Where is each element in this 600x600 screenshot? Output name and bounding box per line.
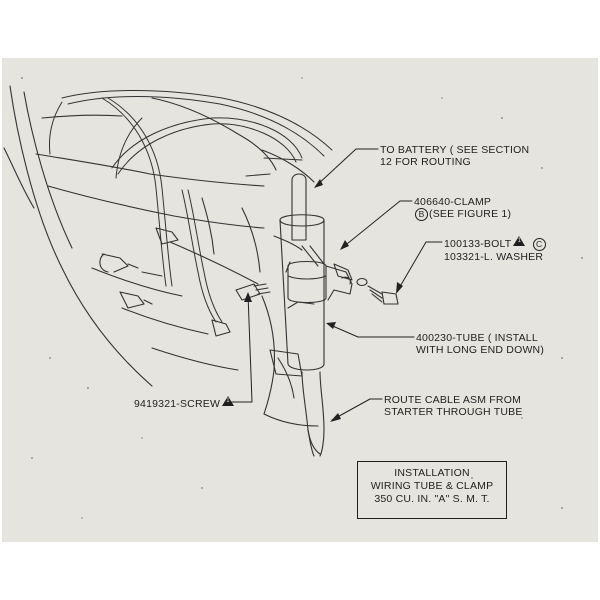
bolt-label: 100133-BOLT 1 C 103321-L. WASHER [444,236,547,263]
bolt-part [356,277,399,305]
engine-installation-drawing [3,77,583,519]
title-box-line2: WIRING TUBE & CLAMP [370,480,494,492]
warning-triangle-icon: 1 [513,236,526,246]
circle-b-symbol: B [415,208,428,221]
warning-triangle-icon: 1 [222,396,235,406]
spark-plug-boots [99,227,231,337]
clamp-label: 406640-CLAMP B(SEE FIGURE 1) [414,196,511,221]
engine-block-outline [3,85,353,427]
circle-c-symbol: C [532,238,546,251]
clamp-part [325,265,353,301]
screw-part [235,283,271,301]
paper-specks [21,77,583,519]
diagram-sheet: TO BATTERY ( SEE SECTION 12 FOR ROUTING … [2,58,598,542]
arrowheads [244,179,403,422]
screw-part-number: 9419321-SCREW [134,398,221,410]
clamp-figure-reference: (SEE FIGURE 1) [429,208,512,220]
title-box-line3: 350 CU. IN. "A" S. M. T. [374,493,490,505]
bolt-part-number: 100133-BOLT [444,238,512,250]
tube-label: 400230-TUBE ( INSTALL WITH LONG END DOWN… [416,332,544,356]
installation-title-box: INSTALLATION WIRING TUBE & CLAMP 350 CU.… [357,461,507,519]
battery-label-line2: 12 FOR ROUTING [380,156,471,168]
route-cable-label: ROUTE CABLE ASM FROM STARTER THROUGH TUB… [384,394,523,418]
spark-plug-wires [49,90,333,323]
leader-lines [231,148,443,421]
route-label-line1: ROUTE CABLE ASM FROM [384,394,522,406]
battery-label: TO BATTERY ( SEE SECTION 12 FOR ROUTING [380,144,529,168]
triangle-note-number: 1 [226,398,230,404]
title-box-line1: INSTALLATION [394,467,470,479]
clamp-part-number: 406640-CLAMP [414,196,492,208]
tube-label-line1: 400230-TUBE ( INSTALL [416,332,538,344]
triangle-note-number: 1 [517,238,522,244]
battery-label-line1: TO BATTERY ( SEE SECTION [380,144,530,156]
tube-label-line2: WITH LONG END DOWN) [416,344,545,356]
route-label-line2: STARTER THROUGH TUBE [384,406,523,418]
washer-part-number: 103321-L. WASHER [444,251,544,263]
screw-label: 9419321-SCREW 1 [134,396,235,410]
wiring-tube-part [279,173,327,457]
